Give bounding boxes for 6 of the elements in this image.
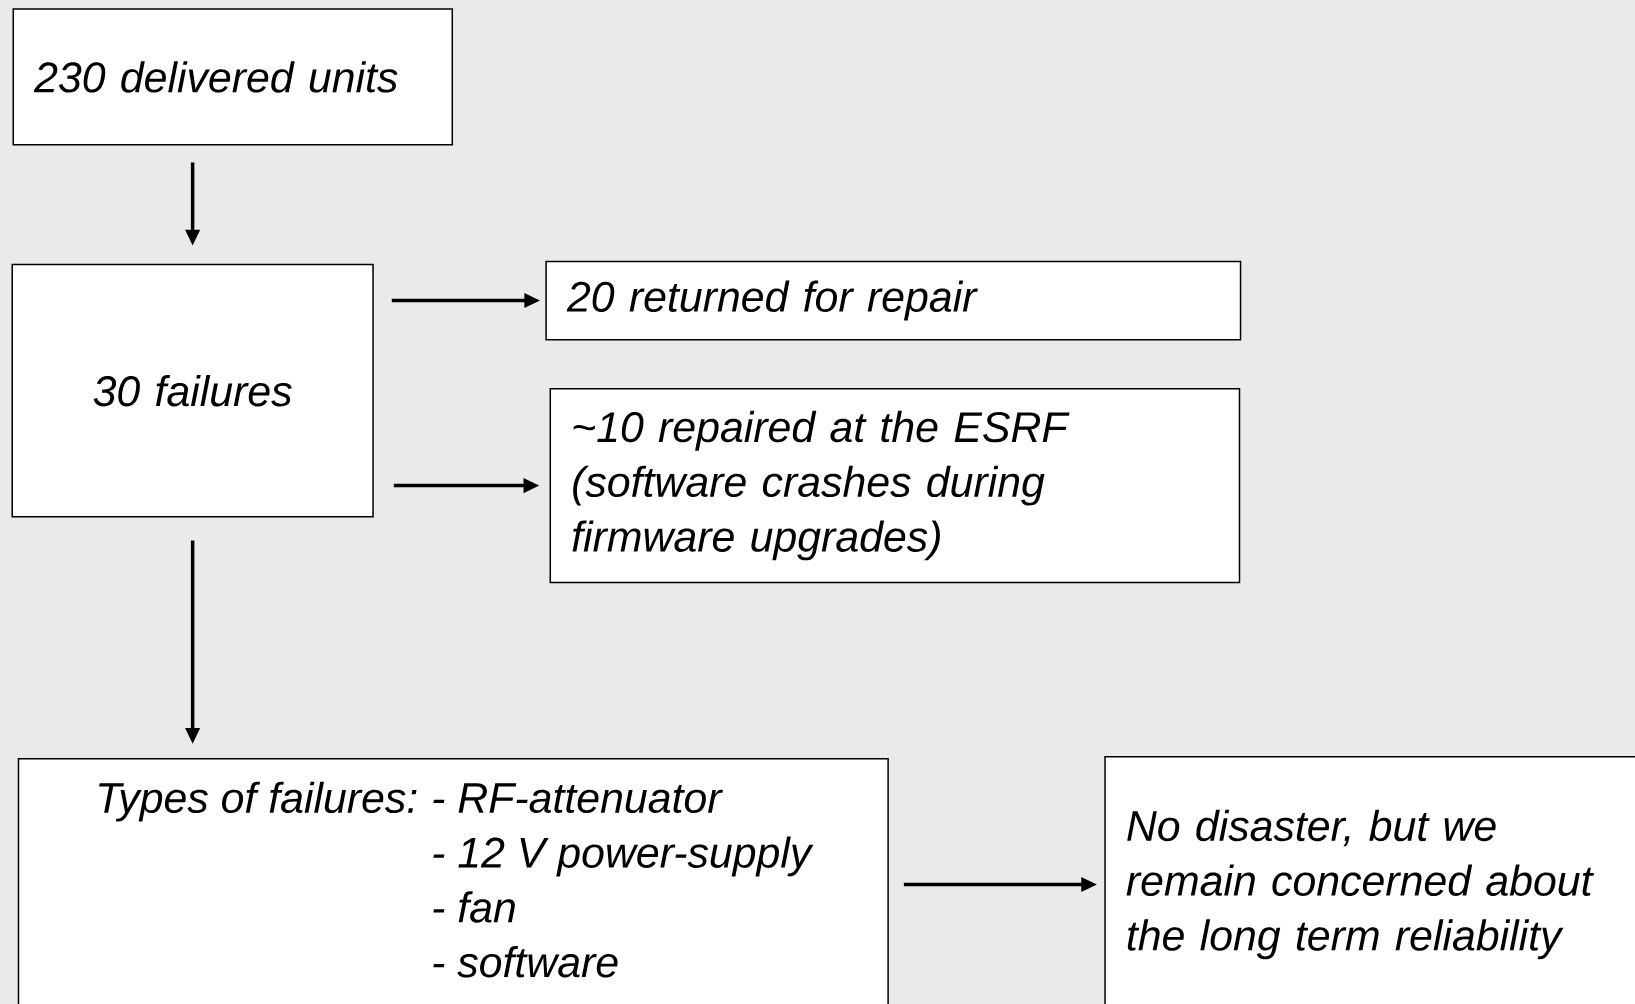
text-box: 230 delivered units [12,8,454,146]
text-box: 20 returned for repair [545,260,1242,341]
text-box: No disaster, but we remain concerned about the long term reliability [1104,755,1635,1004]
text-box: 30 failures [11,263,374,518]
text-box: Types of failures: - RF-attenuator - 12 V power-supply - fan - software [17,758,889,1004]
text-box: ~10 repaired at the ESRF (software crashes during firmware upgrades) [549,387,1241,584]
